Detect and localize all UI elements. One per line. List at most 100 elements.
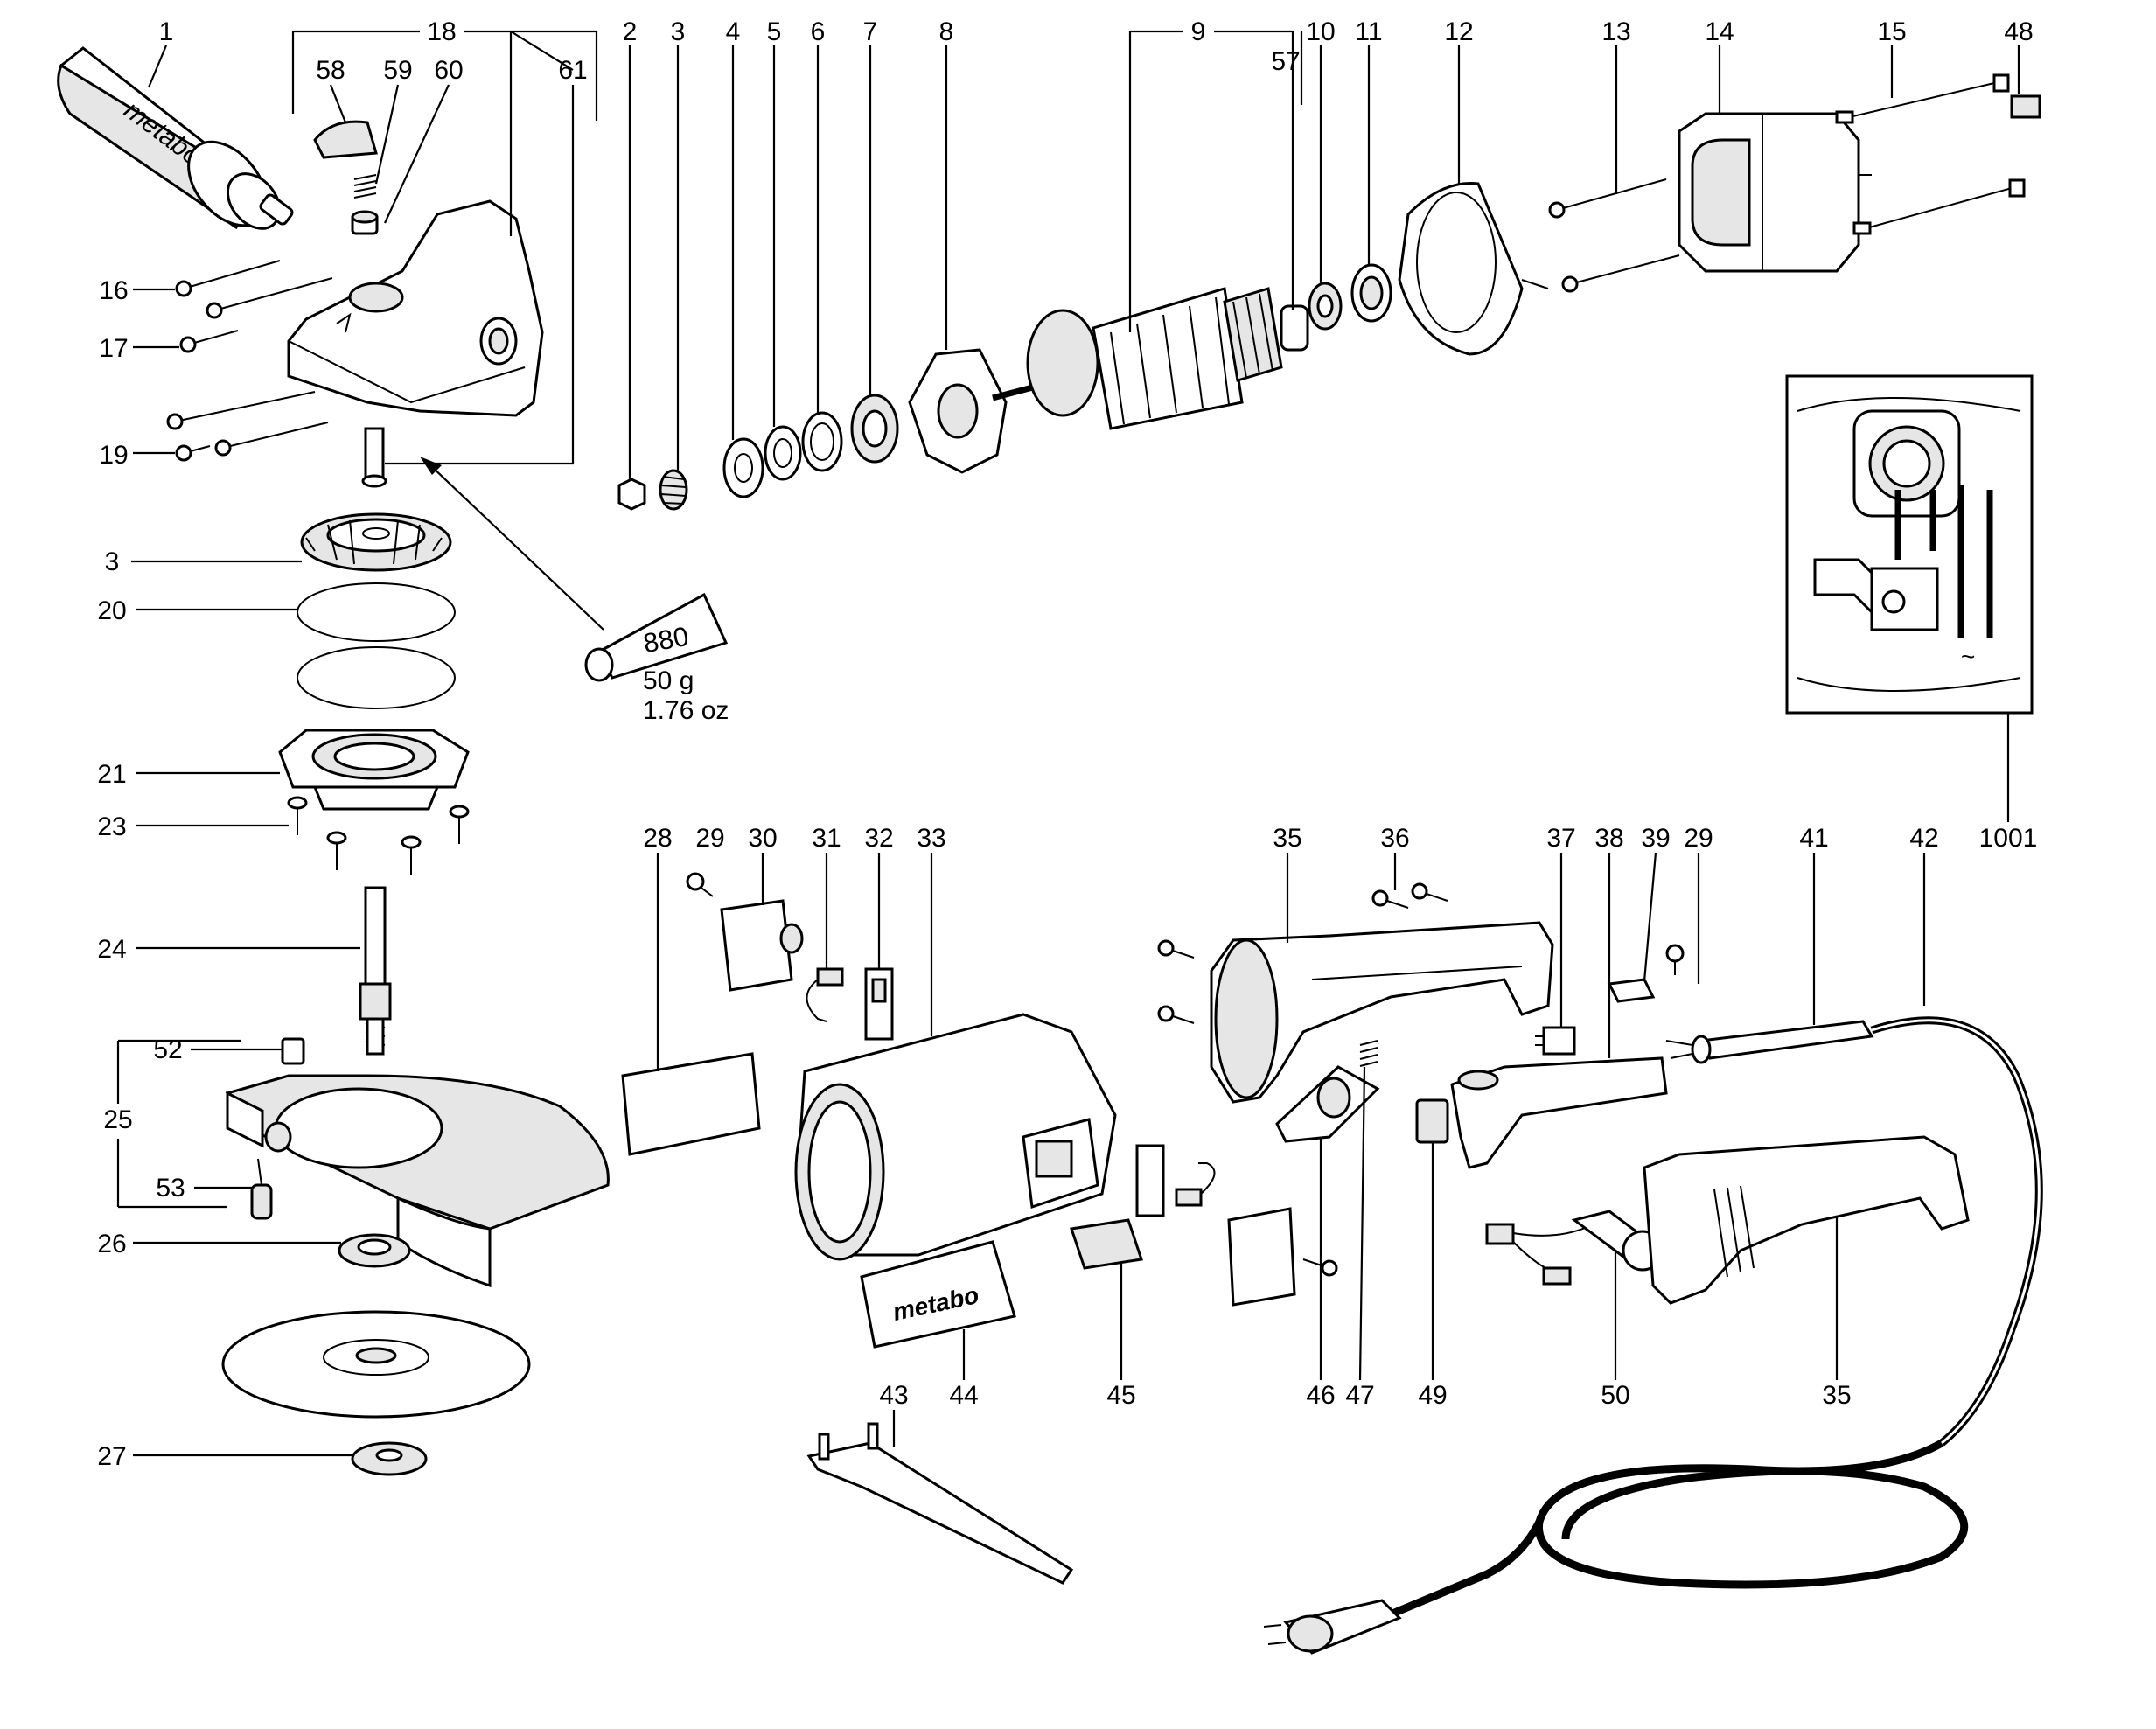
bearing-sleeve-11 bbox=[1350, 263, 1392, 323]
screw-29 bbox=[686, 872, 714, 897]
label-37: 37 bbox=[1546, 824, 1575, 853]
label-14: 14 bbox=[1705, 17, 1734, 46]
switch-lever-46 bbox=[1275, 1065, 1380, 1143]
wrench-43 bbox=[806, 1422, 1074, 1585]
bearing-plate-8 bbox=[908, 348, 1008, 474]
label-32: 32 bbox=[864, 824, 893, 853]
ball-bearing-7 bbox=[850, 394, 899, 464]
label-60: 60 bbox=[434, 56, 463, 85]
label-1001: 1001 bbox=[1979, 824, 2038, 853]
carbon-brush-31 bbox=[806, 967, 844, 1022]
label-33: 33 bbox=[917, 824, 945, 853]
label-11: 11 bbox=[1355, 17, 1382, 46]
label-8: 8 bbox=[939, 17, 954, 46]
support-flange-26 bbox=[338, 1233, 411, 1268]
spindle-lock-button bbox=[313, 120, 378, 159]
o-rings bbox=[297, 582, 456, 709]
label-29-right: 29 bbox=[1684, 824, 1713, 853]
spindle-nut bbox=[617, 478, 646, 511]
field-coil-14 bbox=[1678, 112, 1872, 273]
mains-plug bbox=[1263, 1599, 1402, 1655]
label-35-bottom: 35 bbox=[1822, 1381, 1851, 1410]
handle-half-35-bottom bbox=[1643, 1135, 1970, 1305]
label-48: 48 bbox=[2004, 17, 2033, 46]
logo-plate-44: metabo bbox=[860, 1240, 1016, 1349]
brush-cover-30 bbox=[720, 899, 804, 992]
label-3-gear: 3 bbox=[105, 547, 120, 576]
housing-screws bbox=[166, 260, 333, 462]
spring-47 bbox=[1359, 1040, 1378, 1067]
label-12: 12 bbox=[1444, 17, 1473, 46]
label-10: 10 bbox=[1306, 17, 1335, 46]
bevel-gear bbox=[300, 512, 452, 572]
label-21: 21 bbox=[97, 760, 126, 789]
wiring-diagram-box: ~ bbox=[1785, 374, 2034, 715]
label-49: 49 bbox=[1418, 1381, 1447, 1410]
label-41: 41 bbox=[1799, 824, 1828, 853]
grease-weight-oz: 1.76 oz bbox=[643, 696, 729, 725]
lock-spring bbox=[353, 174, 377, 199]
brush-holder-32 bbox=[864, 967, 894, 1041]
flange-screws bbox=[287, 796, 470, 875]
label-42: 42 bbox=[1909, 824, 1938, 853]
insulating-paper-45 bbox=[1070, 1218, 1143, 1270]
label-58: 58 bbox=[316, 56, 345, 85]
grease-tube: 880 bbox=[584, 592, 729, 682]
label-13: 13 bbox=[1601, 17, 1630, 46]
label-23: 23 bbox=[97, 812, 126, 841]
lock-pin bbox=[351, 210, 379, 235]
armature-9 bbox=[992, 287, 1309, 430]
label-20: 20 bbox=[97, 596, 126, 625]
label-24: 24 bbox=[97, 935, 126, 964]
label-57: 57 bbox=[1271, 47, 1300, 76]
guard-clip-52 bbox=[281, 1037, 305, 1065]
spindle bbox=[359, 886, 392, 1056]
label-9: 9 bbox=[1191, 17, 1206, 46]
label-7: 7 bbox=[863, 17, 878, 46]
grinding-disc bbox=[221, 1310, 531, 1419]
label-29-left: 29 bbox=[695, 824, 724, 853]
plug-48 bbox=[2010, 94, 2041, 119]
label-43: 43 bbox=[879, 1381, 908, 1410]
label-44: 44 bbox=[949, 1381, 978, 1410]
label-15: 15 bbox=[1877, 17, 1906, 46]
guard-screw-53 bbox=[250, 1158, 273, 1220]
field-screws-13 bbox=[1548, 178, 1680, 293]
pinion-gear bbox=[659, 469, 688, 511]
label-36: 36 bbox=[1380, 824, 1409, 853]
label-47: 47 bbox=[1345, 1381, 1374, 1410]
label-plate-28 bbox=[621, 1052, 761, 1156]
label-39: 39 bbox=[1641, 824, 1670, 853]
label-38: 38 bbox=[1594, 824, 1623, 853]
label-35-top: 35 bbox=[1273, 824, 1301, 853]
clamp-39 bbox=[1607, 978, 1656, 1003]
screw-29-right bbox=[1665, 944, 1685, 975]
label-19: 19 bbox=[99, 441, 128, 470]
brush-cover-right bbox=[1227, 1207, 1338, 1307]
label-30: 30 bbox=[748, 824, 777, 853]
label-45: 45 bbox=[1106, 1381, 1135, 1410]
label-3-top: 3 bbox=[671, 17, 686, 46]
gear-head-housing bbox=[287, 199, 544, 417]
handle-half-35-top bbox=[1210, 921, 1554, 1104]
label-6: 6 bbox=[811, 17, 826, 46]
switch-38 bbox=[1450, 1056, 1668, 1169]
ac-symbol: ~ bbox=[1961, 643, 1975, 670]
label-2: 2 bbox=[623, 17, 638, 46]
ball-bearing-10 bbox=[1308, 282, 1343, 331]
brush-holder-right bbox=[1135, 1144, 1216, 1217]
screws-36 bbox=[1157, 882, 1448, 1024]
side-handle: metabo bbox=[57, 46, 294, 230]
label-18: 18 bbox=[427, 17, 456, 46]
washer-6 bbox=[801, 411, 843, 472]
cover-49 bbox=[1415, 1098, 1449, 1144]
label-1: 1 bbox=[159, 17, 174, 46]
label-5: 5 bbox=[767, 17, 782, 46]
bearing-flange bbox=[278, 729, 470, 811]
power-cord-42 bbox=[1380, 1016, 2043, 1622]
label-4: 4 bbox=[726, 17, 741, 46]
label-53: 53 bbox=[156, 1174, 185, 1203]
air-guide-12 bbox=[1398, 181, 1549, 356]
label-46: 46 bbox=[1306, 1381, 1335, 1410]
